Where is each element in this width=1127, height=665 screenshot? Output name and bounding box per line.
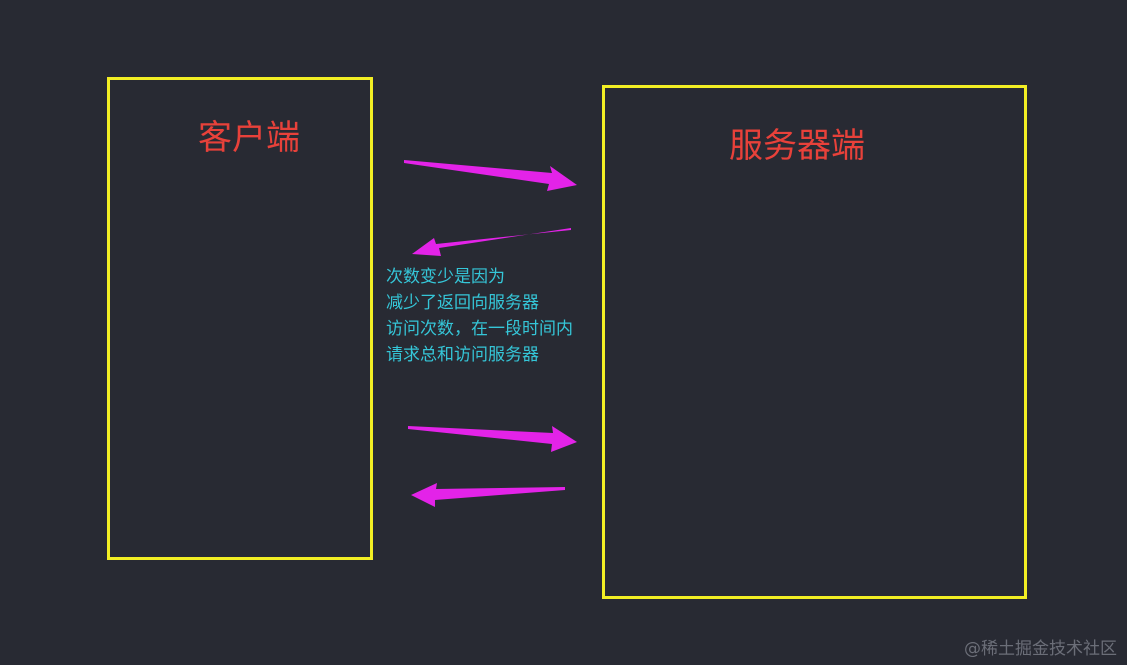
- request-arrow-2: [408, 426, 577, 452]
- client-box: 客户端: [107, 77, 373, 560]
- server-box: 服务器端: [602, 85, 1027, 599]
- client-title: 客户端: [198, 118, 300, 158]
- note-line: 访问次数，在一段时间内: [386, 319, 573, 339]
- response-arrow-2: [411, 483, 565, 507]
- response-arrow-1: [412, 228, 571, 256]
- note-line: 减少了返回向服务器: [386, 293, 539, 313]
- note-line: 请求总和访问服务器: [386, 345, 539, 365]
- server-title: 服务器端: [729, 126, 865, 166]
- watermark: @稀土掘金技术社区: [964, 639, 1117, 659]
- note-line: 次数变少是因为: [386, 267, 505, 287]
- explanation-note: 次数变少是因为 减少了返回向服务器 访问次数，在一段时间内 请求总和访问服务器: [386, 264, 573, 368]
- request-arrow-1: [404, 160, 577, 191]
